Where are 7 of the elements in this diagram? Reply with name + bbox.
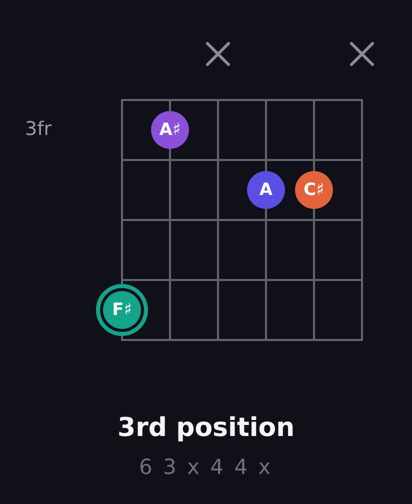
note-marker: A (247, 171, 285, 209)
fingering-text: 6 3 x 4 4 x (139, 455, 273, 479)
note-marker: C♯ (295, 171, 333, 209)
fret-position-label: 3fr (25, 118, 52, 140)
chord-title: 3rd position (118, 413, 295, 443)
note-marker: A♯ (151, 111, 189, 149)
root-note-marker: F♯ (96, 284, 148, 336)
